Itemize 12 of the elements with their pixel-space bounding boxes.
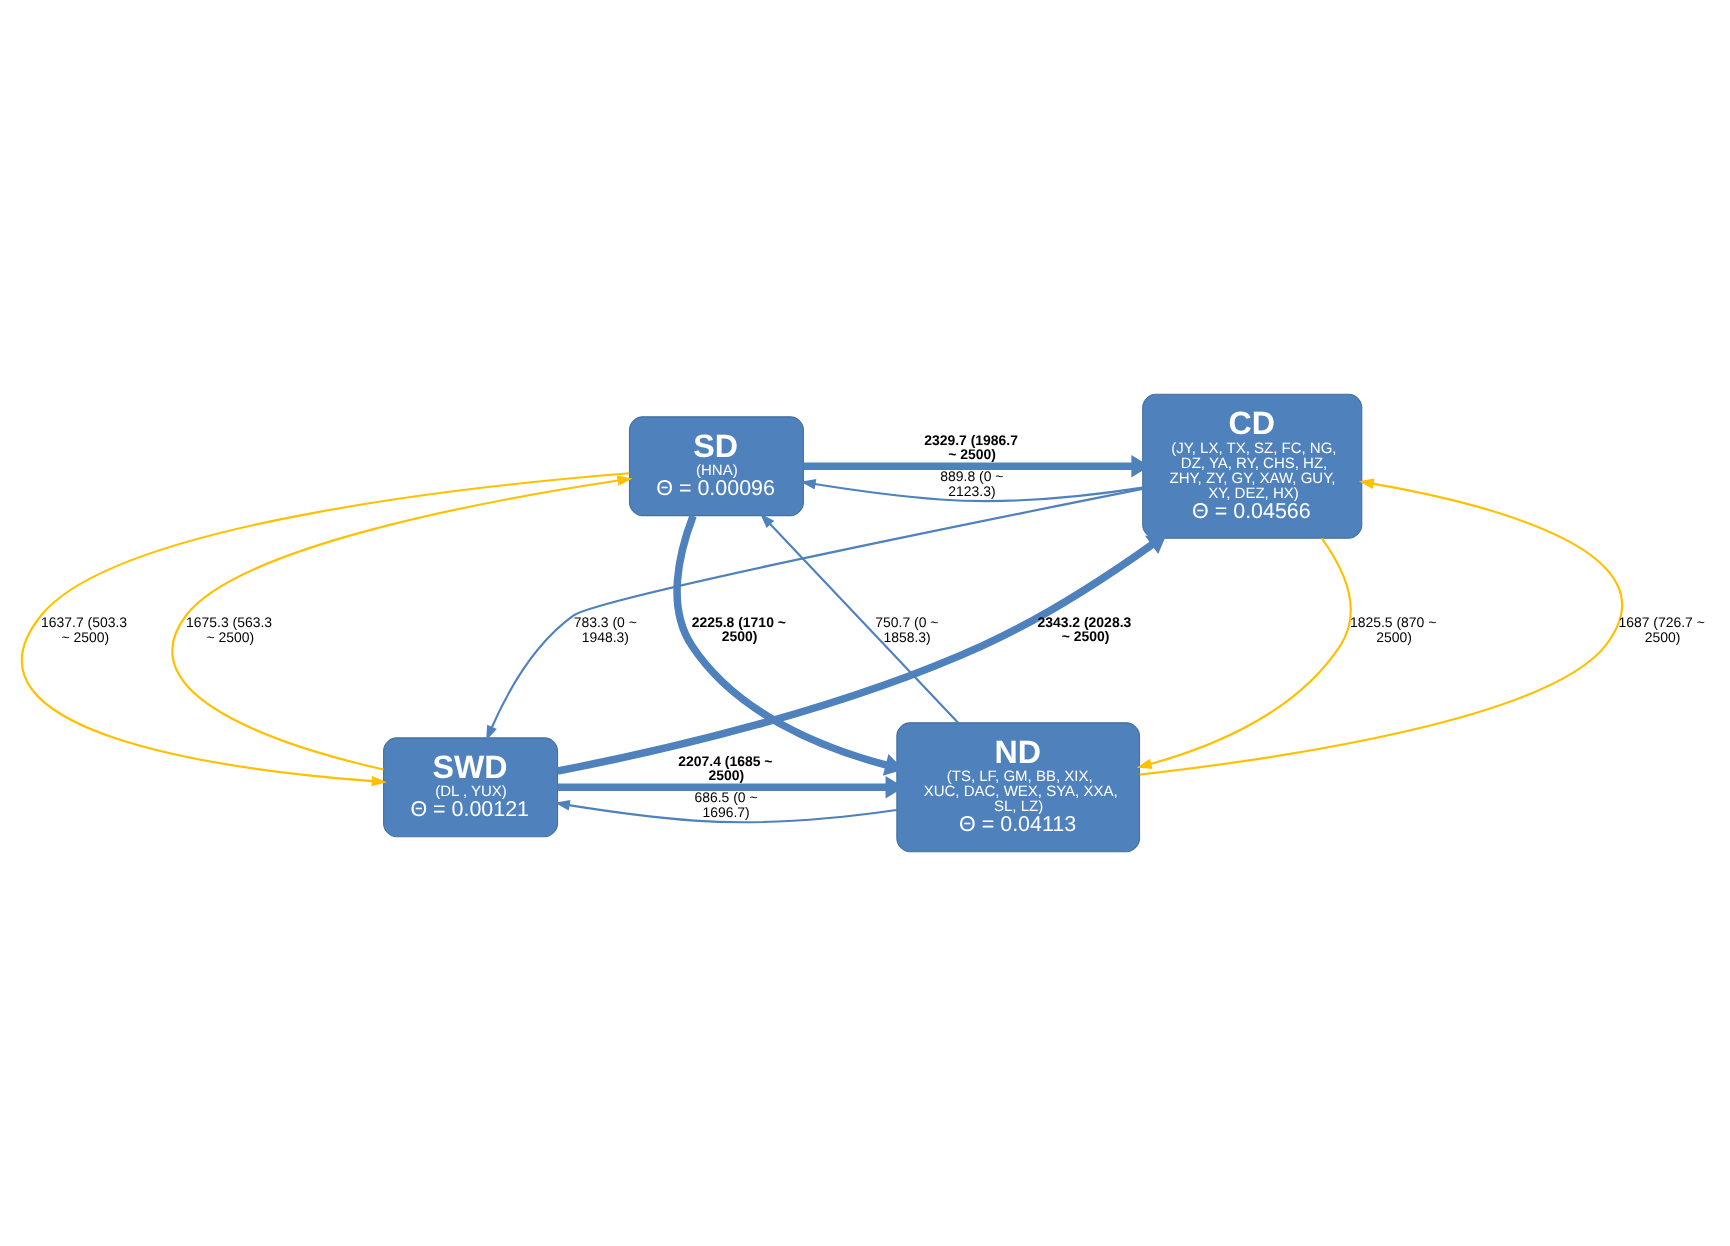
arrow [486,487,1143,741]
arrow [1139,478,1623,776]
arrow [554,800,897,824]
arrow [673,514,904,776]
arrow [760,513,959,724]
arrow [557,775,904,799]
arrow [21,472,630,787]
arrow [171,475,633,771]
arrow [557,534,1167,775]
arrow [800,478,1143,503]
arrow [803,454,1150,478]
arrow [1136,537,1352,769]
